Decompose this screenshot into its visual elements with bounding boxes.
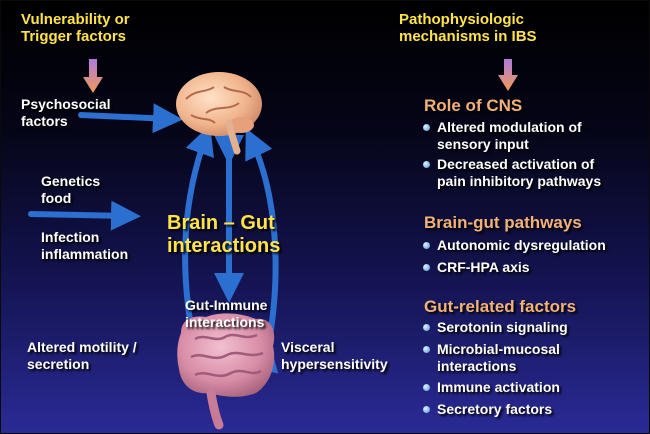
bullet-gut-2-line2: interactions: [437, 358, 517, 374]
left-down-arrow: [83, 59, 103, 93]
pathophysiologic-title: Pathophysiologic mechanisms in IBS: [399, 11, 537, 45]
bullet-gut-2-line1: Microbial-mucosal: [437, 341, 560, 357]
bullet-item-gut-2: Microbial-mucosal interactions: [421, 341, 560, 375]
bullet-gut-1-line1: Serotonin signaling: [437, 319, 568, 335]
brain-gut-line2: interactions: [167, 235, 281, 257]
bullet-item-gut-3: Immune activation: [421, 379, 560, 396]
section-heading-cns: Role of CNS: [424, 96, 523, 115]
bullet-cns-1-line1: Altered modulation of: [437, 119, 582, 135]
bullet-bg-1-line1: Autonomic dysregulation: [437, 237, 606, 253]
bullet-item-brain-gut-2: CRF-HPA axis: [421, 259, 530, 276]
brain-gut-line1: Brain – Gut: [167, 212, 275, 234]
right-bidirectional-arrow: [245, 128, 279, 374]
bullet-cns-2-line1: Decreased activation of: [437, 156, 595, 172]
psychosocial-line2: factors: [21, 113, 68, 129]
bullet-item-gut-1: Serotonin signaling: [421, 319, 568, 336]
brain-gut-title: Brain – Gut interactions: [167, 212, 280, 258]
infection-line1: Infection: [41, 229, 100, 245]
intestines-icon: [177, 313, 275, 430]
vulnerability-title-line2: Trigger factors: [21, 28, 127, 45]
genetics-line1: Genetics: [41, 173, 101, 189]
visceral-line1: Visceral: [281, 339, 335, 355]
patho-title-line1: Pathophysiologic: [399, 11, 525, 28]
vulnerability-title-line1: Vulnerability or: [21, 11, 130, 28]
genetics-line2: food: [41, 190, 72, 206]
psychosocial-arrow: [78, 103, 183, 134]
motility-line2: secretion: [27, 356, 90, 372]
bullet-item-brain-gut-1: Autonomic dysregulation: [421, 237, 606, 254]
genetics-arrow: [28, 200, 141, 231]
bullet-item-gut-4: Secretory factors: [421, 401, 552, 418]
patho-title-line2: mechanisms in IBS: [399, 28, 537, 45]
psychosocial-label: Psychosocial factors: [21, 96, 111, 130]
bullet-cns-2-line2: pain inhibitory pathways: [437, 173, 602, 189]
vulnerability-title: Vulnerability or Trigger factors: [21, 11, 130, 45]
motility-line1: Altered motility /: [27, 339, 137, 355]
right-down-arrow: [498, 59, 518, 91]
gut-immune-line2: interactions: [185, 314, 265, 330]
genetics-label: Genetics food: [41, 173, 100, 207]
brain-icon: [176, 72, 262, 155]
bullet-cns-1-line2: sensory input: [437, 136, 529, 152]
visceral-line2: hypersensitivity: [281, 356, 388, 372]
bullet-gut-4-line1: Secretory factors: [437, 401, 553, 417]
bullet-item-cns-1: Altered modulation of sensory input: [421, 119, 582, 153]
section-heading-gut-related: Gut-related factors: [424, 297, 577, 316]
bullet-bg-2-line1: CRF-HPA axis: [437, 259, 530, 275]
psychosocial-line1: Psychosocial: [21, 96, 111, 112]
motility-label: Altered motility / secretion: [27, 339, 137, 373]
gut-immune-label: Gut-Immune interactions: [185, 297, 267, 331]
infection-label: Infection inflammation: [41, 229, 128, 263]
infection-line2: inflammation: [41, 246, 129, 262]
visceral-label: Visceral hypersensitivity: [281, 339, 388, 373]
bullet-item-cns-2: Decreased activation of pain inhibitory …: [421, 156, 601, 190]
section-heading-brain-gut: Brain-gut pathways: [424, 213, 582, 232]
bullet-gut-3-line1: Immune activation: [437, 379, 560, 395]
gut-immune-line1: Gut-Immune: [185, 297, 268, 313]
